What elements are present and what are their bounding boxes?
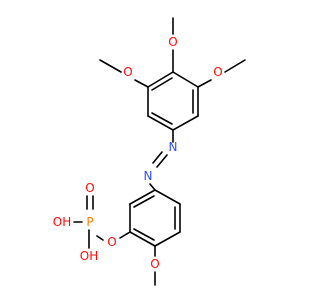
atom-label-layer: O O O N N O O P O OH OH (53, 35, 223, 271)
bond (96, 235, 104, 241)
bond (149, 183, 156, 191)
hydroxyl-label: OH (80, 249, 98, 263)
bond-layer (73, 17, 246, 286)
bond (154, 189, 181, 205)
bond (99, 59, 122, 73)
bond (172, 71, 199, 88)
bond (129, 189, 156, 205)
oxygen-atom-label: O (85, 181, 94, 195)
bond (134, 79, 149, 88)
oxygen-atom-label: O (123, 65, 132, 79)
oxygen-atom-label: O (213, 65, 222, 79)
hydroxyl-label: OH (53, 215, 71, 229)
bond (152, 151, 163, 164)
bond (147, 115, 174, 131)
bond (197, 79, 212, 88)
nitrogen-atom-label: N (169, 140, 178, 154)
bond (147, 71, 174, 88)
bond (119, 231, 131, 239)
nitrogen-atom-label: N (144, 169, 153, 183)
oxygen-atom-label: O (150, 257, 159, 271)
bond (156, 154, 168, 168)
bond (151, 77, 173, 91)
bond (151, 112, 173, 125)
bond (129, 231, 156, 247)
phosphorus-atom-label: P (86, 215, 93, 229)
bond (154, 231, 181, 247)
bond (133, 228, 155, 241)
oxygen-atom-label: O (168, 35, 177, 49)
oxygen-atom-label: O (107, 235, 116, 249)
structural-formula-diagram: O O O N N O O P O OH OH (53, 17, 246, 286)
bond (172, 115, 199, 131)
bond (224, 59, 246, 73)
bond (133, 195, 155, 208)
